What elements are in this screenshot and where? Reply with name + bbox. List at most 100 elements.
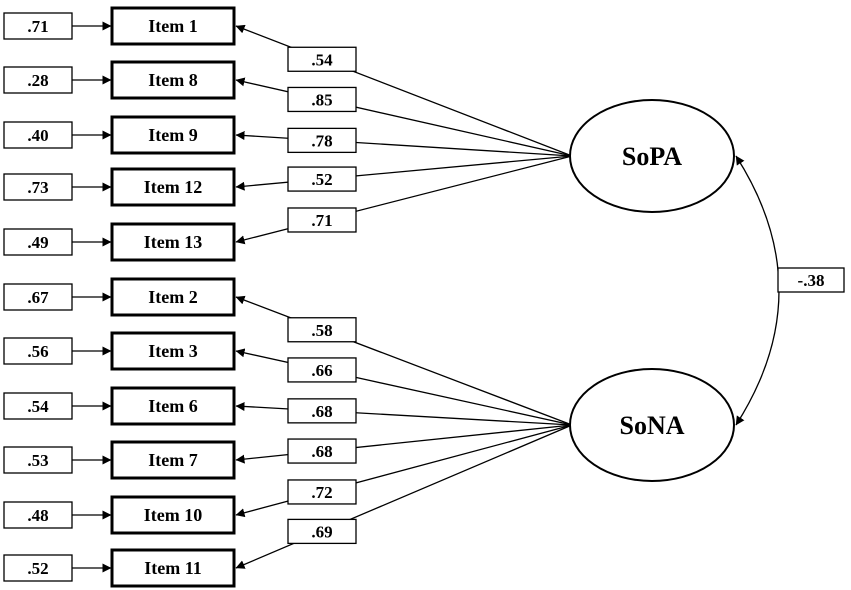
item-rect [110,6,236,46]
loading-path-item-10 [235,424,573,518]
item-rect [110,115,236,155]
loading-rect [287,317,357,343]
error-rect [3,228,73,256]
item-label: Item 13 [144,232,202,252]
error-rect [3,337,73,365]
item-box-item-12: Item 12 [110,167,236,207]
item-box-item-11: Item 11 [110,548,236,588]
item-label: Item 3 [148,341,197,361]
loading-value: .68 [311,402,332,421]
error-rect [3,554,73,582]
error-rect [3,121,73,149]
item-box-item-7: Item 7 [110,440,236,480]
error-value: .49 [27,233,48,252]
item-box-item-9: Item 9 [110,115,236,155]
loading-path-item-7 [235,424,573,464]
loading-rect [287,127,357,154]
loading-value: .66 [311,361,332,380]
error-value: .53 [27,451,48,470]
item-rect [110,331,236,371]
error-box-item-6: .54 [3,392,73,420]
item-label: Item 7 [148,450,197,470]
loading-rect [287,479,357,505]
loading-value: .72 [311,483,332,502]
error-value: .71 [27,17,48,36]
loading-value: .52 [311,170,332,189]
error-value: .52 [27,559,48,578]
error-box-item-11: .52 [3,554,73,582]
loading-value: .68 [311,442,332,461]
item-label: Item 1 [148,16,197,36]
item-box-item-6: Item 6 [110,386,236,426]
loading-path-item-6 [235,401,573,426]
loading-rect [287,207,357,233]
item-label: Item 11 [144,558,202,578]
error-value: .48 [27,506,48,525]
loading-box-item-1: .54 [287,46,357,72]
error-box-item-2: .67 [3,283,73,311]
loading-value: .85 [311,90,332,109]
item-rect [110,167,236,207]
loading-path-item-13 [235,155,573,245]
factor-sona: SoNA [569,368,735,482]
loading-path-item-9 [235,131,573,157]
item-label: Item 10 [144,505,202,525]
item-box-item-1: Item 1 [110,6,236,46]
item-rect [110,386,236,426]
loading-rect [287,86,357,113]
loading-box-item-11: .69 [287,518,357,545]
error-box-item-9: .40 [3,121,73,149]
loading-rect [287,166,357,192]
error-value: .40 [27,126,48,145]
correlation-rect [777,267,845,293]
item-label: Item 12 [144,177,202,197]
loading-path-item-11 [235,424,573,569]
factor-sopa: SoPA [569,99,735,213]
correlation-path [735,155,780,426]
error-box-item-13: .49 [3,228,73,256]
error-value: .56 [27,342,48,361]
item-box-item-10: Item 10 [110,495,236,535]
loading-box-item-7: .68 [287,438,357,464]
error-rect [3,501,73,529]
loading-value: .54 [311,50,333,69]
loading-value: .71 [311,211,332,230]
error-box-item-1: .71 [3,12,73,40]
factor-ellipse [569,368,735,482]
loading-path-item-3 [235,348,573,426]
item-label: Item 2 [148,287,197,307]
loading-box-item-2: .58 [287,317,357,343]
loading-rect [287,398,357,424]
item-box-item-13: Item 13 [110,222,236,262]
loading-path-item-2 [235,295,573,426]
error-rect [3,446,73,474]
error-rect [3,12,73,40]
loading-box-item-8: .85 [287,86,357,113]
error-box-item-3: .56 [3,337,73,365]
item-label: Item 6 [148,396,197,416]
factor-label: SoPA [622,142,682,171]
loading-rect [287,357,357,383]
loading-rect [287,438,357,464]
error-rect [3,66,73,94]
correlation-value: -.38 [798,271,825,290]
loading-rect [287,518,357,545]
loading-box-item-6: .68 [287,398,357,424]
factor-label: SoNA [619,411,684,440]
item-rect [110,548,236,588]
error-value: .73 [27,178,48,197]
loading-path-item-12 [235,155,573,191]
loading-box-item-3: .66 [287,357,357,383]
error-rect [3,392,73,420]
error-rect [3,173,73,201]
item-label: Item 9 [148,125,197,145]
error-value: .54 [27,397,49,416]
item-rect [110,495,236,535]
item-box-item-8: Item 8 [110,60,236,100]
loading-box-item-13: .71 [287,207,357,233]
error-box-item-7: .53 [3,446,73,474]
item-box-item-3: Item 3 [110,331,236,371]
loading-value: .69 [311,522,332,541]
